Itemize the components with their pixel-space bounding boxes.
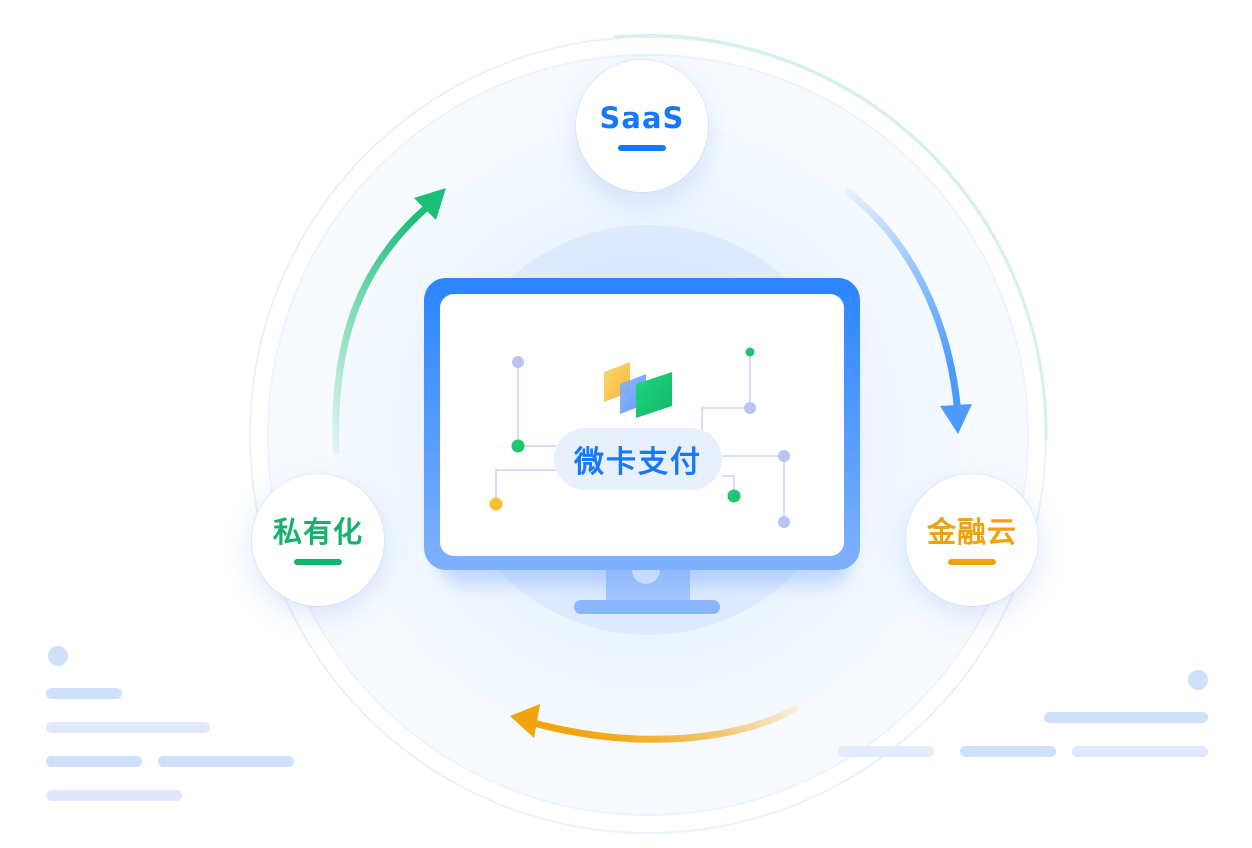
- arrow-green-arc: [332, 194, 442, 456]
- circuit-dot-yellow: [489, 497, 503, 511]
- node-finance-label: 金融云: [926, 515, 1017, 549]
- decor-lines-left: [46, 646, 294, 801]
- center-label: 微卡支付: [554, 428, 722, 490]
- arrow-orange-head: [510, 704, 540, 738]
- node-saas: SaaS: [576, 60, 708, 192]
- brand-logo-icon: [604, 362, 672, 418]
- circuit-dot-green: [511, 439, 525, 453]
- monitor-neck-notch: [632, 570, 660, 584]
- outer-ring-highlight: [613, 34, 1048, 441]
- circuit-lines: [495, 352, 785, 522]
- node-finance-underline: [948, 559, 996, 565]
- arrow-orange-arc: [526, 704, 800, 743]
- arrow-blue-head: [940, 404, 972, 434]
- arrow-blue-arc: [844, 188, 962, 418]
- node-saas-underline: [618, 145, 666, 151]
- monitor-base: [574, 600, 720, 614]
- node-private-label: 私有化: [272, 515, 363, 549]
- circuit-dot-lavender: [744, 402, 756, 414]
- monitor-screen: [440, 294, 844, 556]
- circuit-dot-lavender: [512, 356, 524, 368]
- node-private: 私有化: [252, 474, 384, 606]
- arrow-green-head: [414, 188, 446, 220]
- circuit-dot-green: [727, 489, 741, 503]
- node-finance: 金融云: [906, 474, 1038, 606]
- node-saas-label: SaaS: [599, 101, 685, 135]
- circuit-dot-green: [745, 347, 755, 357]
- circuit-dot-lavender: [778, 450, 790, 462]
- decor-lines-right: [838, 670, 1208, 757]
- circuit-dot-lavender: [778, 516, 790, 528]
- node-private-underline: [294, 559, 342, 565]
